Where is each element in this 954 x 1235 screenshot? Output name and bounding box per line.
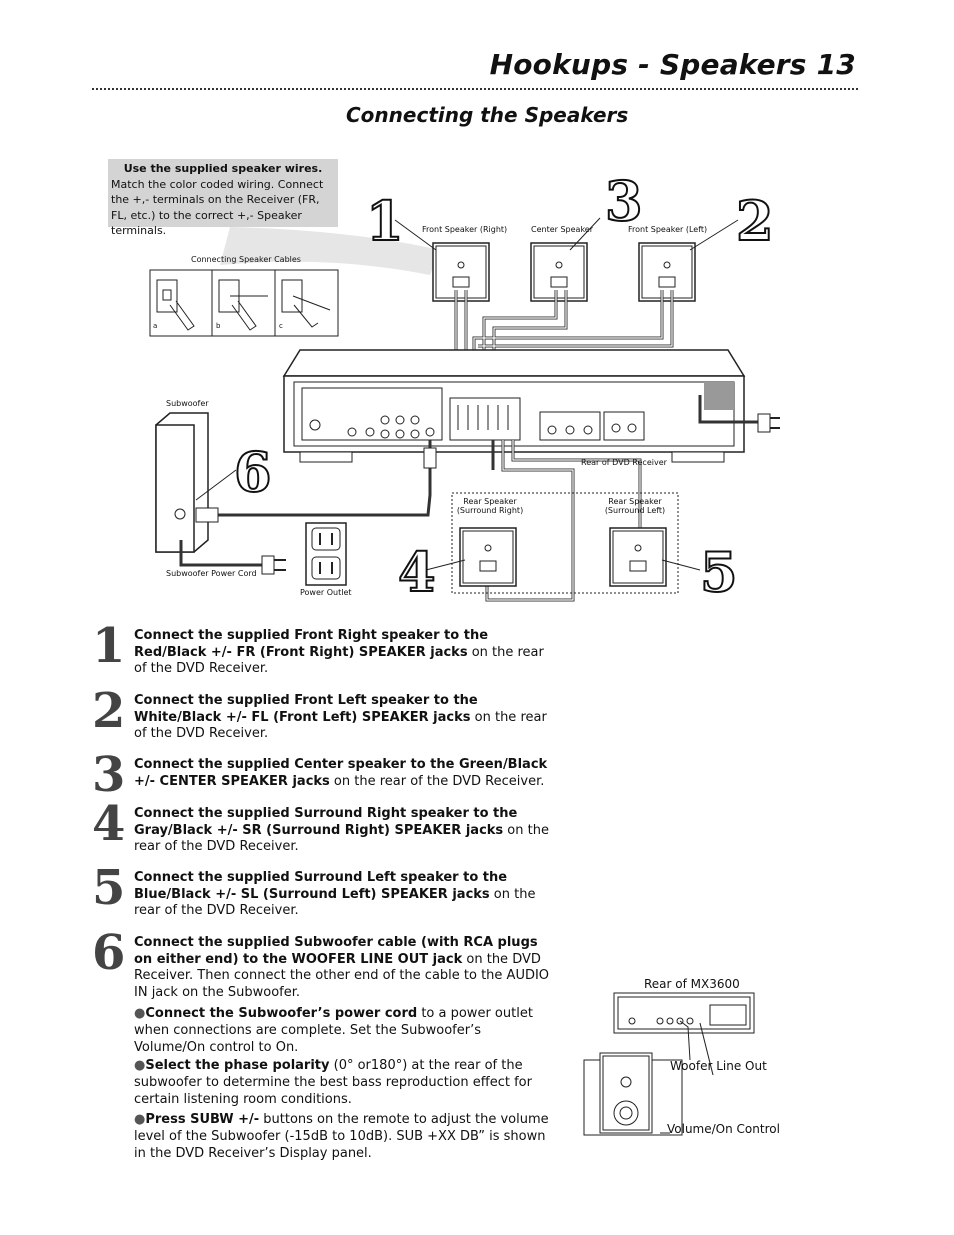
bullet-dot-icon: ●	[134, 1112, 146, 1127]
center-label: Center Speaker	[531, 225, 594, 234]
subwoofer-cord-label: Subwoofer Power Cord	[166, 569, 257, 578]
callout-title: Use the supplied speaker wires.	[123, 162, 323, 175]
marker-2: 2	[735, 189, 775, 253]
marker-5: 5	[699, 540, 739, 604]
inset-label-b: b	[216, 322, 221, 330]
header-rule	[92, 88, 858, 90]
callout-text: Match the color coded wiring. Connect th…	[111, 177, 324, 238]
inset-label-c: c	[279, 322, 283, 330]
power-outlet-label: Power Outlet	[300, 588, 352, 597]
bullet-subw: ●Press SUBW +/- buttons on the remote to…	[134, 1112, 549, 1161]
speaker-wire-callout: Use the supplied speaker wires. Match th…	[108, 159, 338, 237]
marker-6: 6	[233, 440, 273, 504]
step-instruction: Connect the supplied Front Right speaker…	[134, 628, 489, 660]
section-title: Connecting the Speakers	[346, 103, 629, 127]
step-detail: on the DVD Receiver. Then connect the ot…	[134, 951, 550, 1000]
bullet-dot-icon: ●	[134, 1058, 146, 1073]
marker-4: 4	[397, 540, 437, 604]
step-5: 5 Connect the supplied Surround Left spe…	[88, 864, 558, 920]
front-right-speaker	[432, 242, 490, 302]
step-6: 6 Connect the supplied Subwoofer cable (…	[88, 929, 558, 1001]
step-detail: on the rear of the DVD Receiver.	[134, 886, 536, 919]
marker-1: 1	[365, 189, 405, 253]
step-3: 3 Connect the supplied Center speaker to…	[88, 751, 558, 799]
volume-on-control-label: Volume/On Control	[667, 1122, 780, 1136]
connecting-cables-label: Connecting Speaker Cables	[191, 255, 301, 264]
inset-label-a: a	[153, 322, 158, 330]
step-instruction: Connect the supplied Surround Left speak…	[134, 870, 508, 902]
step-detail: on the rear of the DVD Receiver.	[329, 773, 545, 789]
bullet-dot-icon: ●	[134, 1006, 146, 1021]
step-number: 4	[92, 796, 126, 852]
page-title: Hookups - Speakers 13	[489, 48, 856, 81]
bullet-power-cord: ●Connect the Subwoofer’s power cord to a…	[134, 1006, 533, 1055]
mx3600-rear-label: Rear of MX3600	[644, 977, 740, 991]
step-instruction: Connect the supplied Surround Right spea…	[134, 806, 518, 838]
step-instruction: Connect the supplied Center speaker to t…	[134, 757, 548, 789]
step-number: 1	[92, 618, 126, 674]
marker-3: 3	[604, 169, 644, 233]
step-number: 2	[92, 683, 126, 739]
step-detail: on the rear of the DVD Receiver.	[134, 709, 547, 742]
step-number: 5	[92, 860, 126, 916]
front-right-label: Front Speaker (Right)	[422, 225, 508, 234]
rear-right-label: Rear Speaker(Surround Right)	[456, 497, 524, 515]
step-number: 3	[92, 747, 126, 803]
speaker-hookup-diagram	[149, 217, 780, 602]
rear-right-speaker	[459, 527, 517, 587]
step-instruction: Connect the supplied Front Left speaker …	[134, 693, 478, 725]
bullet-phase: ●Select the phase polarity (0° or180°) a…	[134, 1058, 532, 1107]
front-left-speaker	[638, 242, 696, 302]
center-speaker	[530, 242, 588, 302]
rear-left-speaker	[609, 527, 667, 587]
front-left-label: Front Speaker (Left)	[628, 225, 708, 234]
step-instruction: Connect the supplied Subwoofer cable (wi…	[134, 935, 538, 967]
woofer-line-out-label: Woofer Line Out	[670, 1059, 767, 1073]
step-1: 1 Connect the supplied Front Right speak…	[88, 622, 558, 678]
step-detail: on the rear of the DVD Receiver.	[134, 644, 544, 677]
rear-receiver-label: Rear of DVD Receiver	[581, 458, 667, 467]
mx3600-diagram	[583, 992, 755, 1136]
step-detail: on the rear of the DVD Receiver.	[134, 822, 549, 855]
rear-left-label: Rear Speaker(Surround Left)	[604, 497, 666, 515]
subwoofer-label: Subwoofer	[166, 399, 209, 408]
step-4: 4 Connect the supplied Surround Right sp…	[88, 800, 558, 856]
step-number: 6	[92, 925, 126, 981]
step-2: 2 Connect the supplied Front Left speake…	[88, 687, 558, 743]
